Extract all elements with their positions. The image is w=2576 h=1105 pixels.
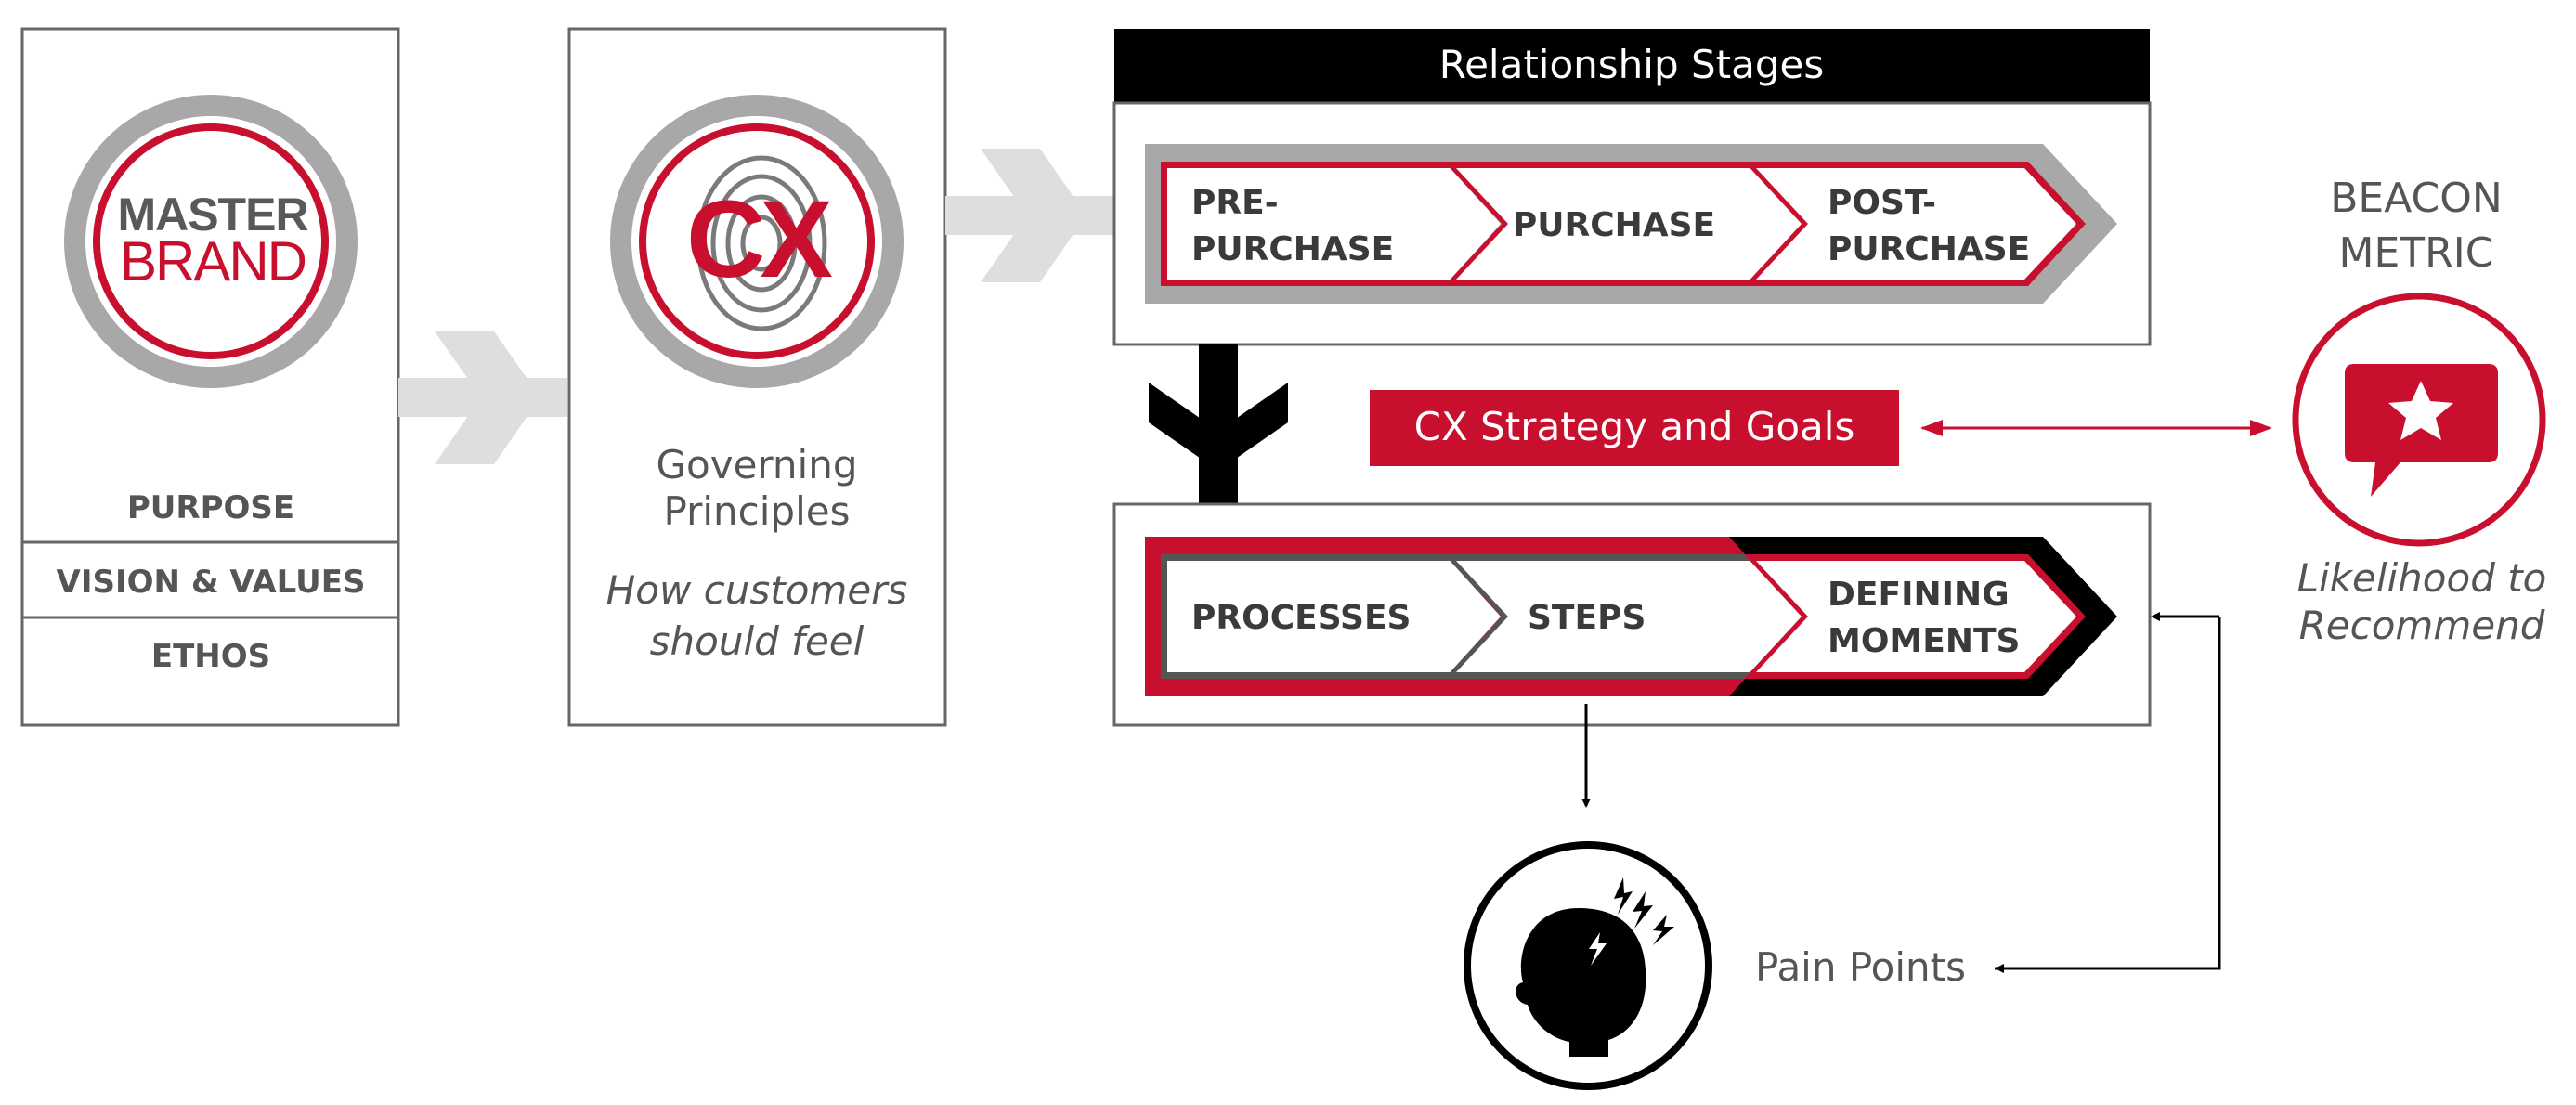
master-brand-logo-icon: MASTER BRAND — [64, 95, 358, 388]
stage-pre-purchase-line1: PRE- — [1191, 184, 1279, 222]
cx-logo-text: CX — [686, 178, 832, 301]
governing-title-line1: Governing — [656, 442, 857, 488]
purpose-label: PURPOSE — [127, 489, 294, 526]
pain-feedback-loop — [1995, 617, 2221, 970]
connector-arrow-2 — [945, 149, 1114, 282]
journey-defining-line2: MOMENTS — [1828, 622, 2020, 660]
journey-steps-line1: STEPS — [1528, 599, 1646, 637]
pain-points-label: Pain Points — [1755, 944, 1966, 990]
stage-chevron-post-purchase: POST- PURCHASE — [1744, 162, 2086, 286]
beacon-subtitle-line1: Likelihood to — [2297, 555, 2547, 601]
cx-strategy-label: CX Strategy and Goals — [1414, 404, 1855, 449]
beacon-title-line2: METRIC — [2339, 229, 2494, 277]
journey-chevron-defining-moments: DEFINING MOMENTS — [1744, 554, 2086, 679]
journey-panel: PROCESSES STEPS DEFINING MOMENTS — [1112, 502, 2152, 727]
relationship-stages-header: Relationship Stages — [1439, 42, 1824, 87]
journey-defining-line1: DEFINING — [1828, 576, 2010, 614]
down-chevron-connector — [1149, 344, 1288, 504]
connector-arrow-1 — [398, 332, 567, 464]
vision-values-label: VISION & VALUES — [57, 564, 366, 601]
governing-title-line2: Principles — [664, 488, 851, 534]
ethos-label: ETHOS — [151, 638, 270, 675]
stage-chevron-purchase: PURCHASE — [1444, 162, 1837, 286]
stage-purchase-line1: PURCHASE — [1513, 206, 1715, 244]
stage-post-purchase-line1: POST- — [1828, 184, 1936, 222]
head-pain-icon — [1464, 841, 1712, 1090]
governing-subtitle-line2: should feel — [650, 618, 865, 664]
beacon-metric: BEACON METRIC Likelihood to Recommend — [2292, 175, 2547, 648]
logo-brand-text: BRAND — [120, 230, 306, 292]
logo-master-text: MASTER — [117, 188, 308, 240]
journey-chevron-steps: STEPS — [1444, 554, 1837, 679]
relationship-stages-panel: Relationship Stages PRE- PURCHASE PURCHA… — [1112, 29, 2152, 346]
beacon-subtitle-line2: Recommend — [2299, 603, 2545, 648]
governing-subtitle-line1: How customers — [606, 567, 908, 613]
journey-chevron-processes: PROCESSES — [1161, 554, 1536, 679]
cx-strategy-box: CX Strategy and Goals — [1370, 390, 1899, 466]
stage-chevron-pre-purchase: PRE- PURCHASE — [1161, 162, 1536, 286]
cx-fingerprint-logo-icon: CX — [610, 95, 904, 388]
governing-principles-panel: CX Governing Principles How customers sh… — [567, 27, 947, 727]
star-speech-bubble-icon — [2292, 292, 2546, 547]
journey-processes-line1: PROCESSES — [1191, 599, 1411, 637]
stage-pre-purchase-line2: PURCHASE — [1191, 230, 1394, 268]
stage-post-purchase-line2: PURCHASE — [1828, 230, 2030, 268]
fingerprint-icon — [696, 155, 827, 332]
master-brand-panel: MASTER BRAND PURPOSE VISION & VALUES ETH… — [20, 27, 400, 727]
beacon-title-line1: BEACON — [2330, 175, 2503, 222]
